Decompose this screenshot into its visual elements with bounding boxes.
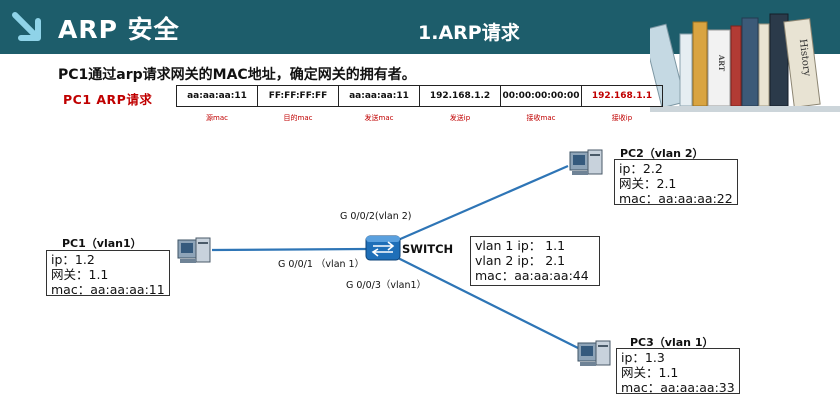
link-pc1-switch bbox=[211, 247, 367, 252]
switch-icon bbox=[365, 235, 401, 261]
switch-info-vlan1-ip: vlan 1 ip： 1.1 bbox=[475, 238, 566, 253]
switch-info-vlan2-ip: vlan 2 ip： 2.1 bbox=[475, 253, 566, 268]
pc1-info-box: ip：1.2 网关：1.1 mac：aa:aa:aa:11 bbox=[46, 250, 170, 297]
pc1-title: PC1（vlan1） bbox=[62, 237, 142, 250]
pc3-info-ip: ip：1.3 bbox=[621, 350, 665, 365]
books-illustration: ART History bbox=[650, 13, 840, 112]
field-label-target-ip: 接收ip bbox=[611, 114, 633, 122]
pc3-title: PC3（vlan 1） bbox=[630, 336, 714, 349]
port-label-g001: G 0/0/1 （vlan 1） bbox=[278, 259, 365, 270]
arp-request-label: PC1 ARP请求 bbox=[63, 92, 153, 107]
port-label-g002: G 0/0/2(vlan 2) bbox=[340, 211, 412, 222]
pc2-info-ip: ip：2.2 bbox=[619, 161, 663, 176]
arp-packet: aa:aa:aa:11 FF:FF:FF:FF aa:aa:aa:11 192.… bbox=[176, 85, 663, 107]
arrow-icon bbox=[12, 12, 41, 41]
pc2-title: PC2（vlan 2） bbox=[620, 147, 704, 160]
pc1-info-gateway: 网关：1.1 bbox=[51, 267, 109, 282]
pc1-info-mac: mac：aa:aa:aa:11 bbox=[51, 282, 165, 297]
packet-field-src-mac: aa:aa:aa:11 bbox=[177, 86, 258, 106]
pc2-info-mac: mac：aa:aa:aa:22 bbox=[619, 191, 733, 206]
intro-text: PC1通过arp请求网关的MAC地址，确定网关的拥有者。 bbox=[58, 67, 416, 83]
link-switch-pc2 bbox=[397, 164, 569, 242]
packet-field-sender-ip: 192.168.1.2 bbox=[420, 86, 501, 106]
pc1-info-ip: ip：1.2 bbox=[51, 252, 95, 267]
pc1-computer-icon bbox=[177, 237, 211, 263]
pc3-computer-icon bbox=[577, 340, 611, 366]
pc3-info-gateway: 网关：1.1 bbox=[621, 365, 679, 380]
packet-field-target-mac: 00:00:00:00:00 bbox=[501, 86, 582, 106]
page-title: ARP 安全 bbox=[58, 15, 180, 44]
pc2-info-gateway: 网关：2.1 bbox=[619, 176, 677, 191]
switch-label: SWITCH bbox=[402, 242, 454, 256]
book-label-history: History bbox=[797, 38, 813, 77]
field-label-target-mac: 接收mac bbox=[526, 114, 556, 122]
pc3-info-mac: mac：aa:aa:aa:33 bbox=[621, 380, 735, 395]
packet-field-dst-mac: FF:FF:FF:FF bbox=[258, 86, 339, 106]
link-switch-pc3 bbox=[397, 257, 579, 349]
field-label-src-mac: 源mac bbox=[206, 114, 228, 122]
switch-info-mac: mac：aa:aa:aa:44 bbox=[475, 268, 589, 283]
section-subtitle: 1.ARP请求 bbox=[418, 22, 520, 44]
pc2-computer-icon bbox=[569, 149, 603, 175]
field-label-sender-mac: 发送mac bbox=[364, 114, 394, 122]
field-label-sender-ip: 发送ip bbox=[449, 114, 471, 122]
field-label-dst-mac: 目的mac bbox=[283, 114, 313, 122]
switch-info-box: vlan 1 ip： 1.1 vlan 2 ip： 2.1 mac：aa:aa:… bbox=[470, 236, 600, 286]
packet-field-sender-mac: aa:aa:aa:11 bbox=[339, 86, 420, 106]
book-label-art: ART bbox=[717, 54, 726, 72]
packet-field-target-ip: 192.168.1.1 bbox=[591, 91, 653, 101]
port-label-g003: G 0/0/3（vlan1） bbox=[346, 280, 427, 291]
pc2-info-box: ip：2.2 网关：2.1 mac：aa:aa:aa:22 bbox=[614, 159, 738, 206]
pc3-info-box: ip：1.3 网关：1.1 mac：aa:aa:aa:33 bbox=[616, 348, 740, 395]
